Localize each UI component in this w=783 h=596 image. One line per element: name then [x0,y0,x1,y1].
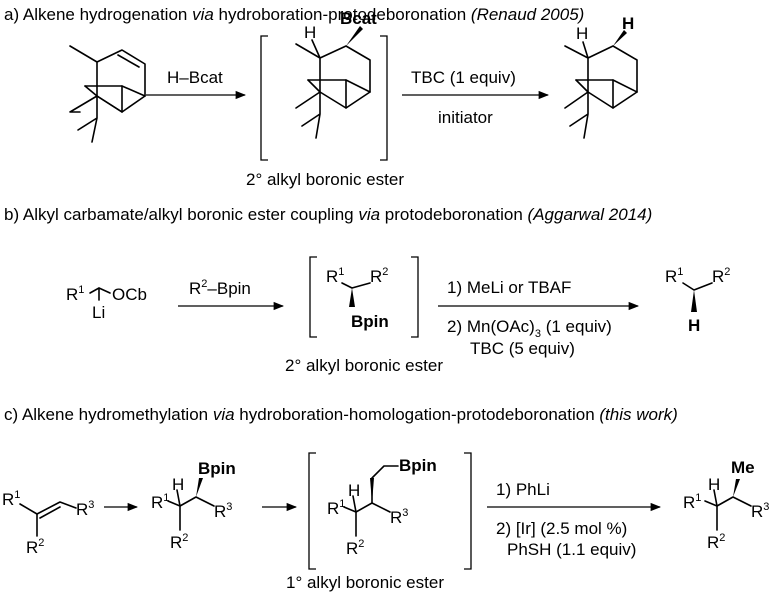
bracket-right-a [380,35,388,161]
pinane-product-structure [564,30,638,139]
product-a-h1: H [576,24,588,43]
bracket-left-b [309,256,317,338]
hom-caption: 1° alkyl boronic ester [286,573,444,592]
step-b1: 1) MeLi or TBAF [447,278,571,297]
reagent-r2bpin: R2–Bpin [189,278,251,298]
step-c3: PhSH (1.1 equiv) [507,540,636,559]
bracket-right-b [411,256,419,338]
intermediate-a-structure [295,26,371,139]
carbamate-li: Li [92,303,105,322]
product-c-h: H [708,475,720,494]
intermediate-a-bcat: Bcat [340,9,377,28]
product-b-r2: R2 [712,266,730,286]
product-a-h2: H [622,14,634,33]
product-c-r2: R2 [707,532,725,552]
hb-r1: R1 [151,492,169,512]
homologation-intermediate-structure [343,465,399,537]
product-c-me: Me [731,458,755,477]
product-b-h: H [688,316,700,335]
alpha-pinene-structure [69,45,146,143]
alkene-r3: R3 [76,499,94,519]
product-c-r3: R3 [751,501,769,521]
step-b3: TBC (5 equiv) [470,339,575,358]
hb-r3: R3 [214,501,232,521]
product-c-structure [704,479,752,531]
carbamate-r1: R1 [66,284,84,304]
hydroboration-product-structure [167,478,215,531]
alkene-r1: R1 [2,489,20,509]
bracket-left-c [308,452,316,570]
product-b-structure [682,282,713,312]
reagent-tbc-a: TBC (1 equiv) [411,68,516,87]
panel-b-heading: b) Alkyl carbamate/alkyl boronic ester c… [4,205,652,224]
panel-a-heading: a) Alkene hydrogenation via hydroboratio… [4,5,584,24]
step-c1: 1) PhLi [496,480,550,499]
hom-r2: R2 [346,538,364,558]
panel-c-heading: c) Alkene hydromethylation via hydrobora… [4,405,678,424]
step-c2: 2) [Ir] (2.5 mol %) [496,519,627,538]
alkene-structure [19,501,77,537]
bracket-right-c [464,452,472,570]
intermediate-b-caption: 2° alkyl boronic ester [285,356,443,375]
step-b2: 2) Mn(OAc)3 (1 equiv) [447,317,612,340]
intermediate-b-structure [341,282,371,307]
carbamate-ocb: OCb [112,285,147,304]
panel-c: c) Alkene hydromethylation via hydrobora… [2,405,769,592]
hb-bpin: Bpin [198,459,236,478]
intermediate-a-caption: 2° alkyl boronic ester [246,170,404,189]
alkene-r2: R2 [26,537,44,557]
panel-a: a) Alkene hydrogenation via hydroboratio… [4,5,638,189]
reagent-hbcat: H–Bcat [167,68,223,87]
intermediate-b-bpin: Bpin [351,312,389,331]
hom-r3: R3 [390,507,408,527]
hom-h: H [348,481,360,500]
intermediate-a-h: H [304,23,316,42]
reagent-initiator: initiator [438,108,493,127]
hb-r2: R2 [170,532,188,552]
panel-b: b) Alkyl carbamate/alkyl boronic ester c… [4,205,730,375]
intermediate-b-r1: R1 [326,266,344,286]
hb-h: H [172,475,184,494]
hom-r1: R1 [327,498,345,518]
carbamate-structure [89,287,111,301]
product-c-r1: R1 [683,492,701,512]
intermediate-b-r2: R2 [370,266,388,286]
bracket-left-a [260,35,268,161]
product-b-r1: R1 [665,266,683,286]
hom-bpin: Bpin [399,456,437,475]
